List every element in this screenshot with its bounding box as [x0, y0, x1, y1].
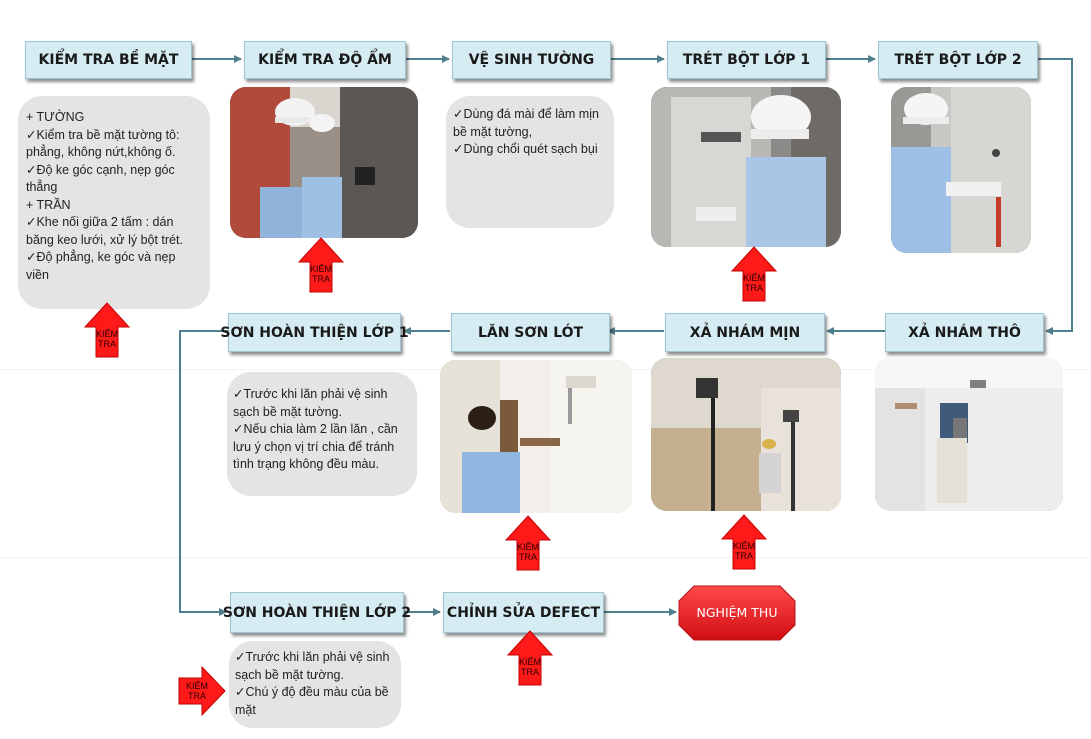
- check-marker-label: KIỂM: [732, 541, 755, 551]
- step-label: CHỈNH SỬA DEFECT: [446, 604, 601, 621]
- note-line: mặt: [235, 702, 256, 717]
- step-chinh-sua-defect: CHỈNH SỬA DEFECT: [443, 592, 604, 633]
- step-label: TRÉT BỘT LỚP 1: [682, 52, 811, 68]
- check-marker-label: TRA: [188, 691, 206, 701]
- note-line: ✓Độ phẳng, ke góc và nẹp: [26, 250, 176, 264]
- step-kiem-tra-be-mat: KIỂM TRA BỀ MẶT: [25, 41, 192, 79]
- note-line: + TRẦN: [26, 197, 71, 212]
- check-marker-label: TRA: [521, 667, 539, 677]
- step-label: XẢ NHÁM THÔ: [908, 324, 1021, 341]
- note-line: thẳng: [26, 180, 58, 194]
- step-son-hoan-thien-lop-2: SƠN HOÀN THIỆN LỚP 2: [223, 592, 411, 633]
- step-xa-nham-tho: XẢ NHÁM THÔ: [885, 313, 1044, 352]
- note-son-hoan-thien-lop-2: ✓Trước khi lăn phải vệ sinh sạch bề mặt …: [229, 641, 401, 728]
- step-tret-bot-lop-1: TRÉT BỘT LỚP 1: [667, 41, 826, 79]
- step-label: KIỂM TRA ĐỘ ẨM: [258, 52, 392, 68]
- moisture-check-photo-icon: [230, 87, 418, 238]
- check-marker-label: TRA: [745, 283, 763, 293]
- note-line: viền: [26, 267, 49, 282]
- background-divider: [0, 557, 1091, 558]
- step-xa-nham-min: XẢ NHÁM MỊN: [665, 313, 825, 352]
- step-label: TRÉT BỘT LỚP 2: [894, 52, 1022, 68]
- step-label: XẢ NHÁM MỊN: [689, 324, 801, 341]
- step-label: NGHIỆM THU: [696, 605, 778, 620]
- check-marker-label: TRA: [98, 339, 116, 349]
- note-son-hoan-thien-lop-1: ✓Trước khi lăn phải vệ sinh sạch bề mặt …: [227, 372, 417, 496]
- note-line: tình trạng không đều màu.: [233, 457, 379, 471]
- putty-layer-2-photo-icon: [891, 87, 1031, 253]
- note-line: + TƯỜNG: [26, 110, 85, 124]
- fine-sanding-photo-icon: [651, 358, 841, 511]
- step-ve-sinh-tuong: VỆ SINH TƯỜNG: [452, 41, 611, 79]
- note-line: sạch bề mặt tường.: [233, 404, 342, 419]
- note-kiem-tra-be-mat: + TƯỜNG ✓Kiểm tra bề mặt tường tô: phẳng…: [18, 96, 210, 309]
- rough-sanding-photo-icon: [875, 358, 1063, 511]
- check-marker-label: KIỂM: [309, 264, 332, 274]
- note-line: băng keo lưới, xử lý bột trét.: [26, 232, 183, 247]
- check-marker-label: TRA: [519, 552, 537, 562]
- check-marker-label: KIỂM: [516, 542, 539, 552]
- note-line: ✓Dùng đá mài để làm mịn: [453, 107, 599, 121]
- check-marker-label: KIỂM: [742, 273, 765, 283]
- note-line: ✓Dùng chổi quét sạch bụi: [453, 142, 598, 156]
- step-tret-bot-lop-2: TRÉT BỘT LỚP 2: [878, 41, 1038, 79]
- step-label: LĂN SƠN LÓT: [477, 324, 584, 341]
- step-label: KIỂM TRA BỀ MẶT: [38, 52, 179, 68]
- note-line: ✓Kiểm tra bề mặt tường tô:: [26, 127, 180, 142]
- check-marker-label: KIỂM: [518, 657, 541, 667]
- note-line: sạch bề mặt tường.: [235, 667, 344, 682]
- check-marker-label: TRA: [735, 551, 753, 561]
- note-line: phẳng, không nứt,không ố.: [26, 145, 176, 159]
- check-marker-label: TRA: [312, 274, 330, 284]
- note-line: ✓Trước khi lăn phải vệ sinh: [233, 387, 388, 401]
- primer-rolling-photo-icon: [440, 360, 632, 513]
- step-label: SƠN HOÀN THIỆN LỚP 2: [222, 604, 412, 621]
- step-label: VỆ SINH TƯỜNG: [468, 52, 595, 68]
- step-lan-son-lot: LĂN SƠN LÓT: [451, 313, 610, 352]
- check-marker-label: KIỂM: [185, 681, 208, 691]
- note-ve-sinh-tuong: ✓Dùng đá mài để làm mịn bề mặt tường, ✓D…: [446, 96, 614, 228]
- note-line: ✓Độ ke góc cạnh, nẹp góc: [26, 162, 175, 177]
- connector-arrow: [1036, 58, 1073, 335]
- step-nghiem-thu: NGHIỆM THU: [678, 585, 796, 641]
- note-line: bề mặt tường,: [453, 124, 533, 139]
- note-line: ✓Khe nối giữa 2 tấm : dán: [26, 215, 174, 229]
- note-line: lưu ý chọn vị trí chia để tránh: [233, 439, 395, 454]
- note-line: ✓Trước khi lăn phải vệ sinh: [235, 650, 390, 664]
- step-son-hoan-thien-lop-1: SƠN HOÀN THIỆN LỚP 1: [220, 313, 409, 352]
- putty-layer-1-photo-icon: [651, 87, 841, 247]
- note-line: ✓Chú ý độ đều màu của bề: [235, 685, 389, 699]
- note-line: ✓Nếu chia làm 2 lần lăn , cần: [233, 422, 398, 436]
- connector-arrow: [179, 330, 228, 616]
- step-label: SƠN HOÀN THIỆN LỚP 1: [220, 324, 409, 341]
- step-kiem-tra-do-am: KIỂM TRA ĐỘ ẨM: [244, 41, 406, 79]
- octagon-shape: [678, 585, 796, 641]
- check-marker-label: KIỂM: [95, 329, 118, 339]
